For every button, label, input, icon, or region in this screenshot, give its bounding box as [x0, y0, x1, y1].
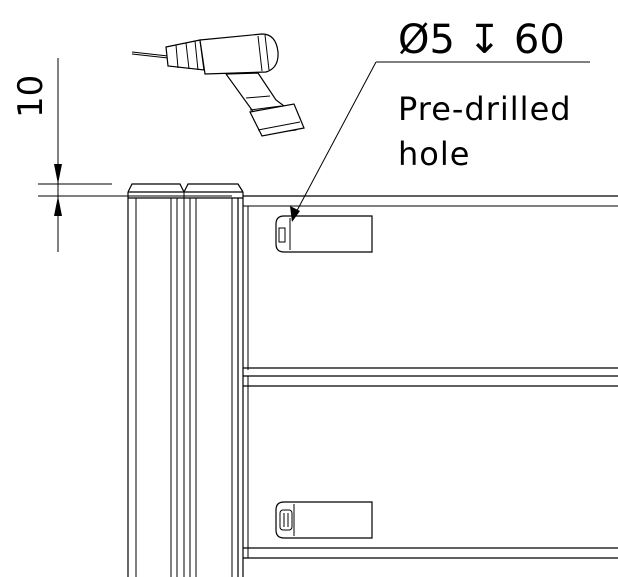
upper-slot [275, 215, 373, 253]
hole-annotation: Pre-drilled hole [398, 90, 572, 173]
drill-icon [131, 33, 305, 137]
vertical-post [127, 183, 244, 577]
hole-callout: Ø5 ↧ 60 [290, 17, 590, 222]
offset-dimension: 10 [11, 58, 232, 252]
middle-rail [243, 375, 618, 550]
lower-slot [275, 501, 373, 539]
annotation-line-1: Pre-drilled [398, 90, 572, 128]
hole-spec-text: Ø5 ↧ 60 [398, 17, 565, 63]
top-rail [243, 195, 618, 370]
offset-value: 10 [11, 75, 51, 118]
annotation-line-2: hole [398, 135, 470, 173]
bottom-rail [243, 547, 618, 559]
